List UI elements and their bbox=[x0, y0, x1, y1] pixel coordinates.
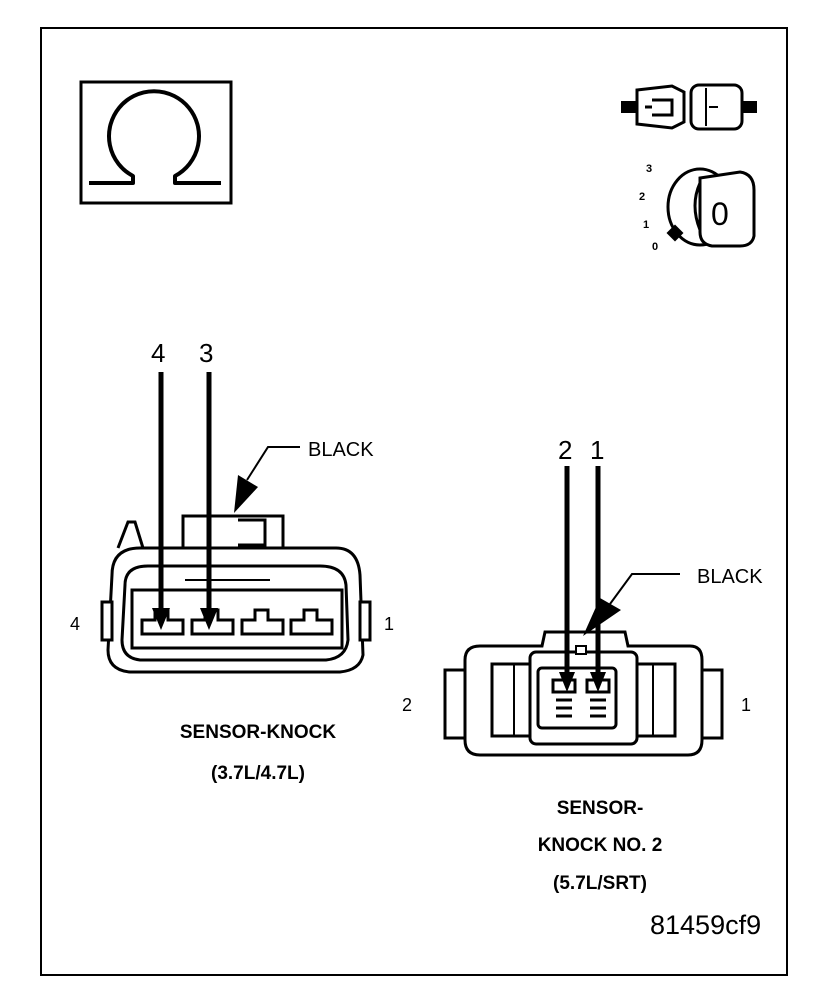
left-pin-label-4: 4 bbox=[151, 338, 166, 368]
connector-right-shape bbox=[443, 630, 724, 757]
leader-lines-right bbox=[559, 466, 680, 692]
diagram-frame bbox=[40, 27, 788, 976]
dial-position-3: 3 bbox=[646, 163, 653, 175]
right-caption-line1: SENSOR- bbox=[556, 798, 644, 819]
ohmmeter-icon bbox=[79, 80, 233, 205]
right-caption-line2: KNOCK NO. 2 bbox=[537, 835, 663, 856]
left-wire-color-label: BLACK bbox=[308, 439, 374, 461]
leader-lines-left bbox=[152, 372, 300, 630]
dial-position-1: 1 bbox=[643, 219, 650, 231]
right-pin-label-2: 2 bbox=[558, 435, 573, 465]
dial-position-0: 0 bbox=[652, 241, 659, 253]
connector-left-shape bbox=[100, 514, 372, 674]
right-pin-label-1: 1 bbox=[590, 435, 605, 465]
disconnect-connector-icon bbox=[621, 83, 757, 131]
left-side-pin-1: 1 bbox=[384, 614, 395, 634]
left-caption-line1: SENSOR-KNOCK bbox=[179, 722, 337, 743]
right-side-pin-1: 1 bbox=[741, 695, 752, 715]
ignition-key-icon bbox=[666, 167, 756, 248]
figure-id: 81459cf9 bbox=[650, 910, 762, 940]
ignition-key-label: 0 bbox=[711, 196, 729, 232]
left-caption-line2: (3.7L/4.7L) bbox=[211, 763, 305, 784]
dial-position-2: 2 bbox=[639, 191, 646, 203]
right-side-pin-2: 2 bbox=[402, 695, 413, 715]
left-pin-label-3: 3 bbox=[199, 338, 214, 368]
right-caption-line3: (5.7L/SRT) bbox=[553, 873, 647, 894]
right-wire-color-label: BLACK bbox=[697, 566, 763, 588]
left-side-pin-4: 4 bbox=[70, 614, 81, 634]
